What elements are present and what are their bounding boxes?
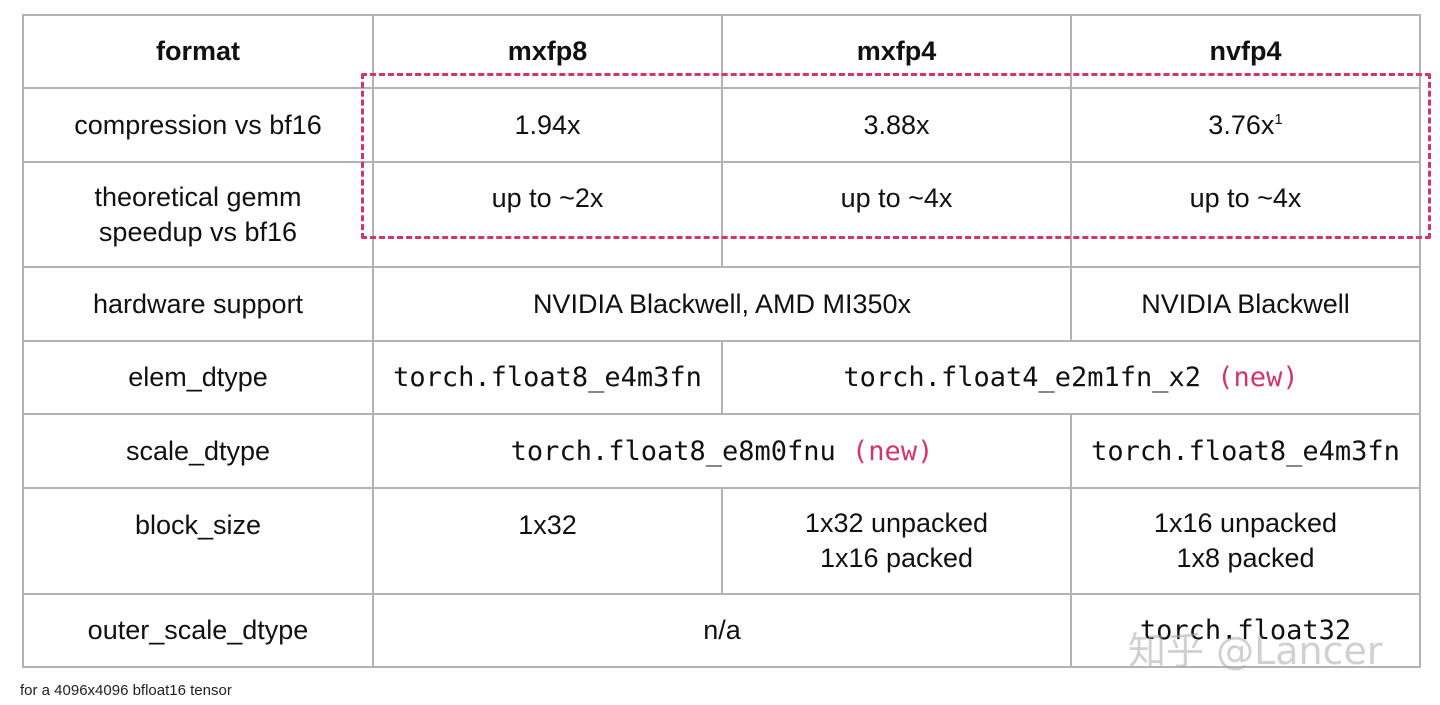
speedup-nvfp4-value: up to ~4x [1189,183,1302,213]
row-block-size: block_size 1x32 1x32 unpacked 1x16 packed… [22,487,1421,595]
cell-hardware-nvfp4: NVIDIA Blackwell [1070,266,1421,342]
block-size-mxfp4-line1: 1x32 unpacked [804,508,989,538]
cell-scale-dtype-nvfp4: torch.float8_e4m3fn [1070,413,1421,489]
cell-speedup-mxfp8: up to ~2x [372,161,723,268]
cell-block-size-mxfp4: 1x32 unpacked 1x16 packed [721,487,1072,595]
header-nvfp4: nvfp4 [1070,14,1421,89]
label-speedup-line1: theoretical gemm [94,181,302,212]
block-size-mxfp8-value: 1x32 [518,509,577,540]
cell-compression-mxfp4: 3.88x [721,87,1072,163]
block-size-mxfp4-line2: 1x16 packed [819,543,974,573]
label-outer-scale: outer_scale_dtype [22,593,374,668]
block-size-label-text: block_size [134,509,262,540]
block-size-nvfp4-line2: 1x8 packed [1176,543,1315,573]
format-comparison-table: format mxfp8 mxfp4 nvfp4 compression vs … [22,14,1421,668]
new-tag: (new) [1217,362,1299,393]
cell-compression-mxfp8: 1.94x [372,87,723,163]
cell-outer-scale-nvfp4: torch.float32 [1070,593,1421,668]
row-compression: compression vs bf16 1.94x 3.88x 3.76x1 [22,87,1421,163]
cell-scale-dtype-mx: torch.float8_e8m0fnu (new) [372,413,1072,489]
scale-dtype-mx-value: torch.float8_e8m0fnu [510,435,836,467]
cell-elem-dtype-mxfp8: torch.float8_e4m3fn [372,340,723,415]
cell-elem-dtype-fp4: torch.float4_e2m1fn_x2 (new) [721,340,1421,415]
cell-outer-scale-mx: n/a [372,593,1072,668]
label-block-size: block_size [22,487,374,595]
elem-dtype-fp4-value: torch.float4_e2m1fn_x2 [843,362,1202,393]
label-elem-dtype: elem_dtype [22,340,374,415]
header-row: format mxfp8 mxfp4 nvfp4 [22,14,1421,89]
compression-nvfp4-value: 3.76x [1208,109,1275,140]
row-speedup: theoretical gemm speedup vs bf16 up to ~2… [22,161,1421,268]
new-tag: (new) [852,435,934,467]
header-mxfp8: mxfp8 [372,14,723,89]
row-elem-dtype: elem_dtype torch.float8_e4m3fn torch.flo… [22,340,1421,415]
label-scale-dtype: scale_dtype [22,413,374,489]
row-scale-dtype: scale_dtype torch.float8_e8m0fnu (new) t… [22,413,1421,489]
header-mxfp4: mxfp4 [721,14,1072,89]
label-compression: compression vs bf16 [22,87,374,163]
footnote-marker: 1 [1274,110,1283,128]
block-size-nvfp4-line1: 1x16 unpacked [1153,508,1338,538]
cell-speedup-nvfp4: up to ~4x [1070,161,1421,268]
highlight-dashed-box [361,73,1431,239]
row-outer-scale: outer_scale_dtype n/a torch.float32 [22,593,1421,668]
footnote: for a 4096x4096 bfloat16 tensor [20,682,232,699]
label-hardware: hardware support [22,266,374,342]
cell-block-size-mxfp8: 1x32 [372,487,723,595]
cell-block-size-nvfp4: 1x16 unpacked 1x8 packed [1070,487,1421,595]
label-speedup: theoretical gemm speedup vs bf16 [22,161,374,268]
row-hardware: hardware support NVIDIA Blackwell, AMD M… [22,266,1421,342]
cell-speedup-mxfp4: up to ~4x [721,161,1072,268]
label-speedup-line2: speedup vs bf16 [98,216,298,247]
cell-hardware-mx: NVIDIA Blackwell, AMD MI350x [372,266,1072,342]
speedup-mxfp8-value: up to ~2x [491,183,604,213]
header-format: format [22,14,374,89]
speedup-mxfp4-value: up to ~4x [840,183,953,213]
cell-compression-nvfp4: 3.76x1 [1070,87,1421,163]
